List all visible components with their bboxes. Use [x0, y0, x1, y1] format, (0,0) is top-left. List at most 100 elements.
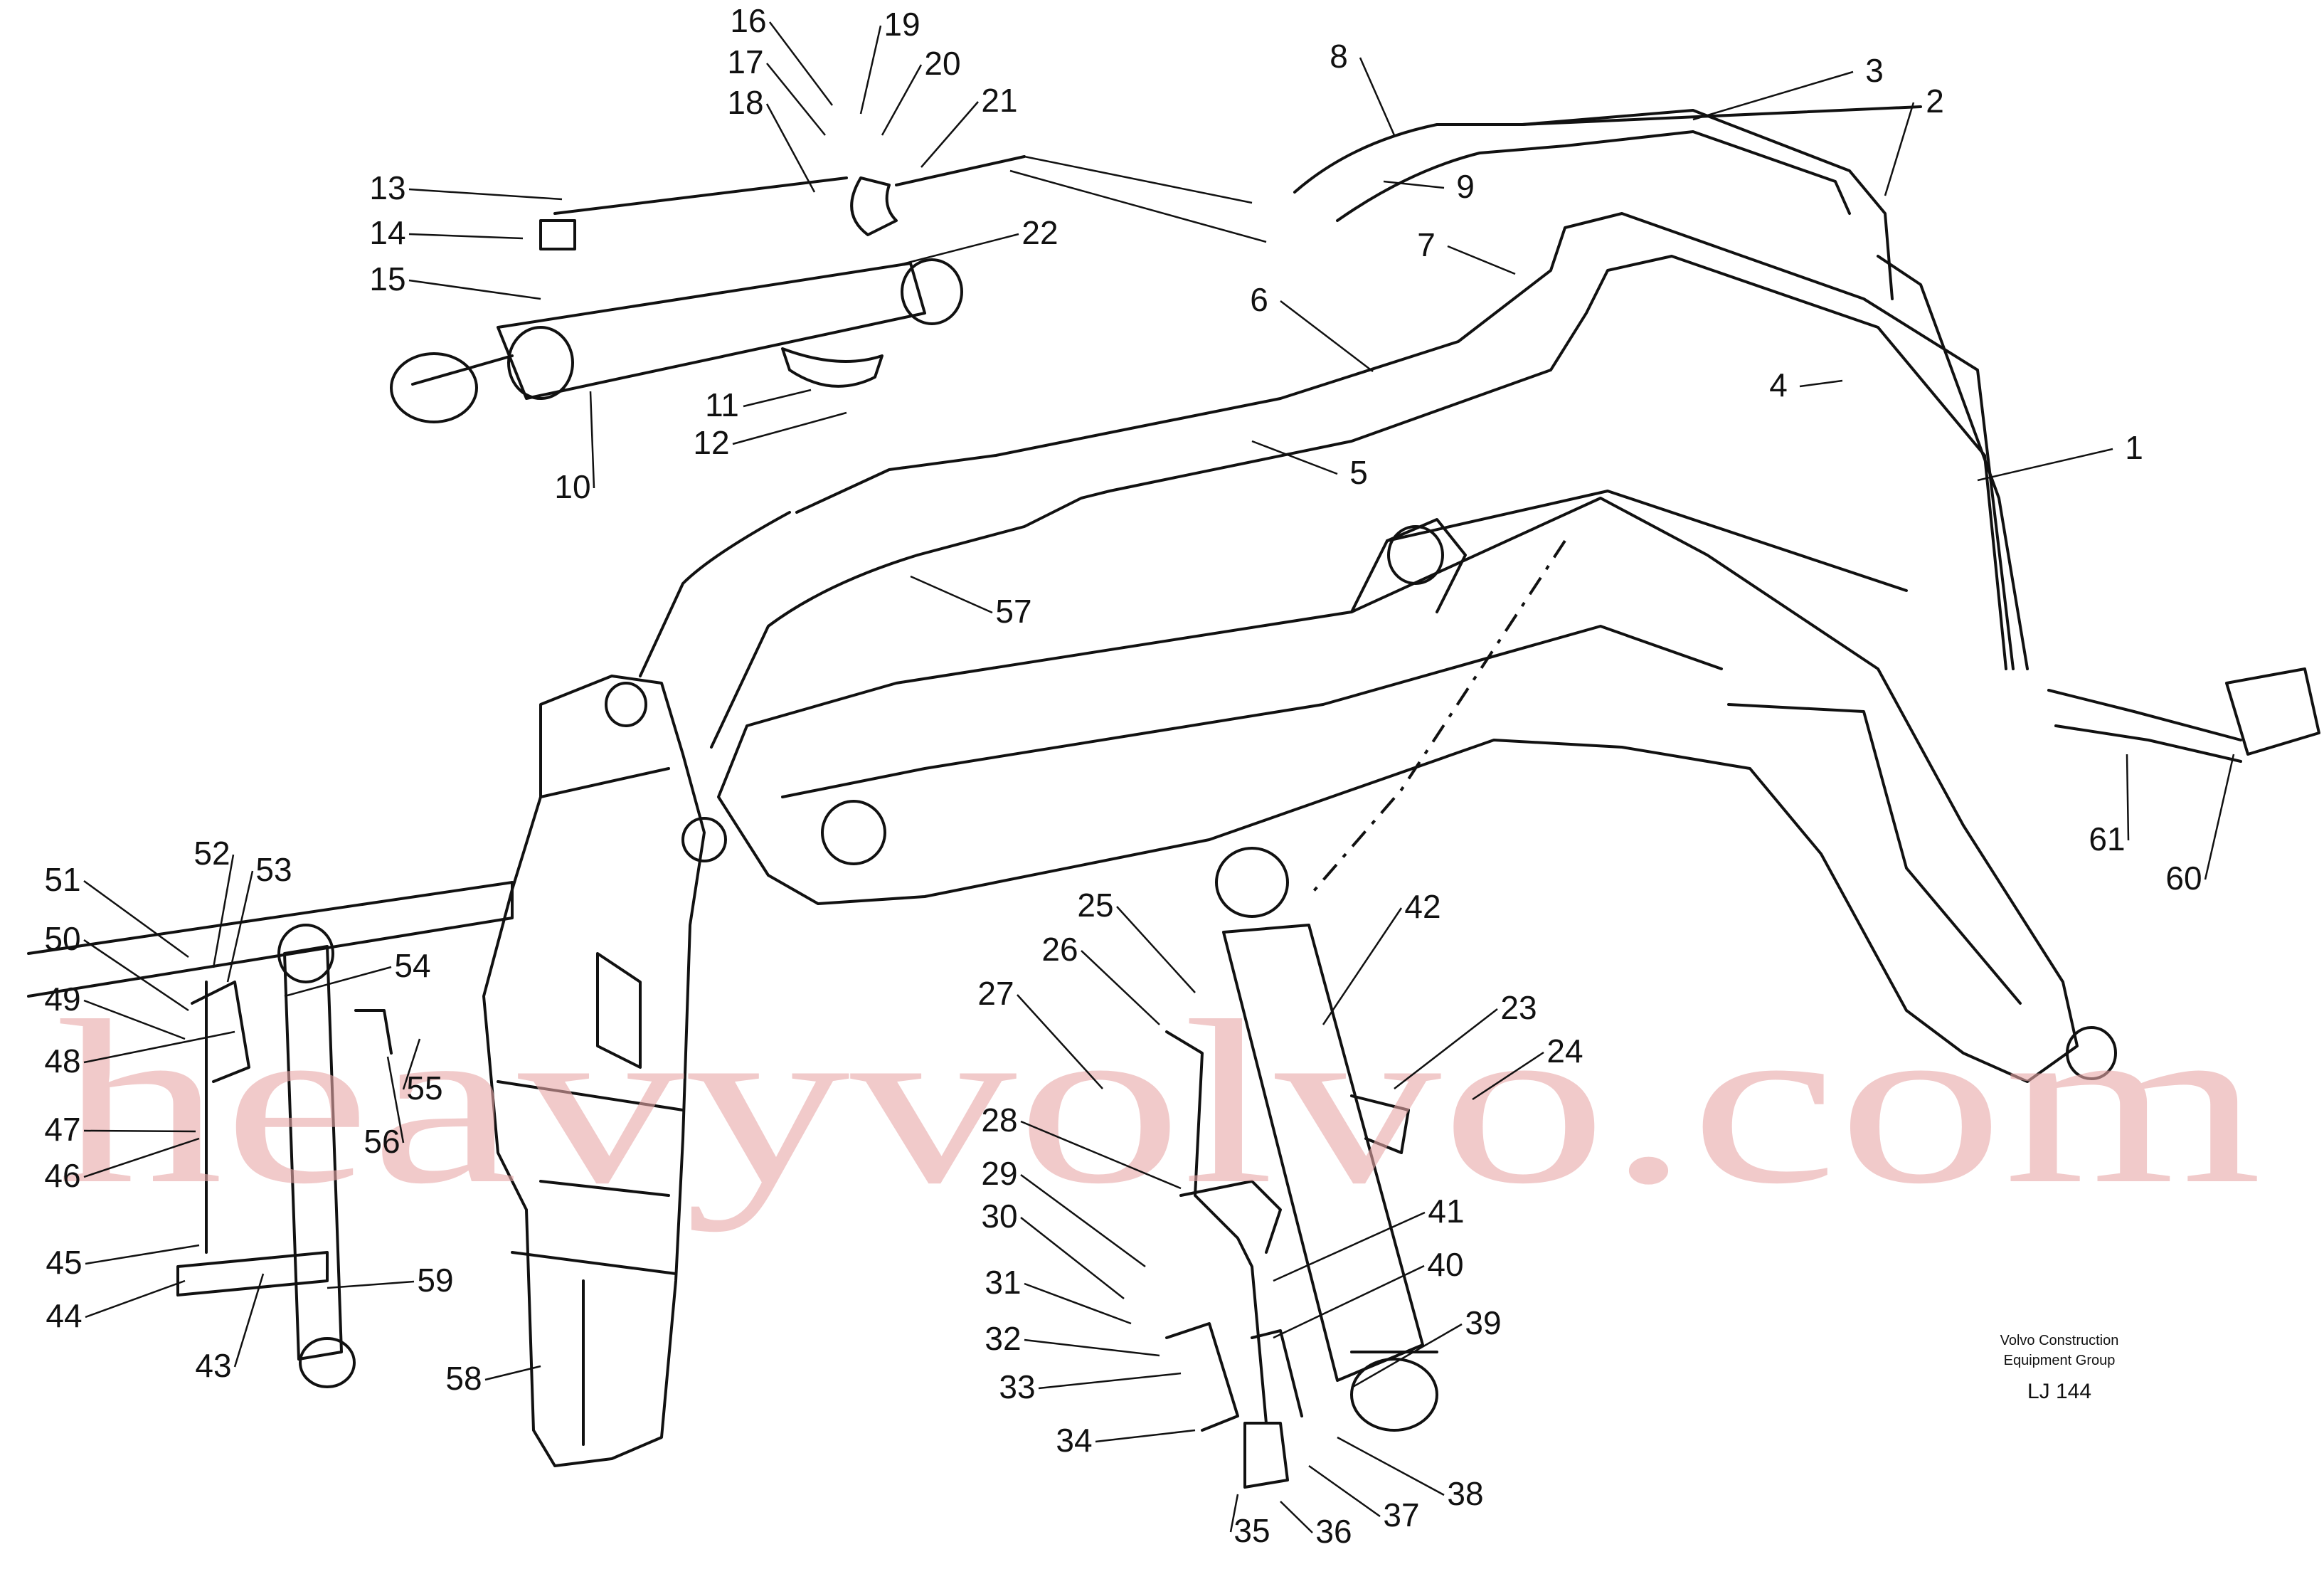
- callout-label-31: 31: [985, 1264, 1021, 1301]
- callout-label-23: 23: [1500, 989, 1537, 1026]
- callout-label-19: 19: [884, 6, 920, 43]
- callout-label-12: 12: [693, 424, 729, 461]
- callout-leader-38: [1337, 1436, 1445, 1496]
- credit-block: Volvo Construction Equipment Group LJ 14…: [2000, 1333, 2119, 1403]
- callout-label-42: 42: [1404, 888, 1440, 925]
- callout-leader-1: [1977, 448, 2113, 482]
- top-hoses: [1293, 105, 1922, 300]
- credit-line-2: Equipment Group: [2004, 1353, 2116, 1368]
- callout-leader-57: [910, 575, 993, 614]
- block-60: [2225, 667, 2320, 756]
- callout-label-54: 54: [394, 947, 430, 984]
- callout-label-24: 24: [1546, 1032, 1583, 1069]
- hose-loop-left: [639, 511, 791, 677]
- callout-label-46: 46: [44, 1157, 80, 1194]
- callout-label-53: 53: [255, 851, 292, 888]
- callout-label-14: 14: [369, 214, 405, 251]
- callout-leader-46: [83, 1137, 200, 1178]
- callout-leader-44: [85, 1279, 186, 1319]
- callout-label-55: 55: [406, 1069, 442, 1106]
- callout-label-47: 47: [44, 1111, 80, 1148]
- callout-label-25: 25: [1077, 887, 1113, 924]
- callout-leader-34: [1095, 1429, 1196, 1443]
- left-cylinder: [176, 924, 393, 1388]
- long-pipes: [795, 212, 2029, 670]
- callout-leader-58: [484, 1365, 541, 1381]
- callout-leader-30: [1020, 1217, 1125, 1299]
- callout-leader-19: [859, 25, 882, 115]
- callout-leader-60: [2204, 754, 2235, 880]
- callout-leader-49: [83, 999, 186, 1040]
- callout-label-60: 60: [2165, 860, 2202, 897]
- callout-label-3: 3: [1865, 52, 1884, 89]
- callout-label-8: 8: [1330, 38, 1348, 75]
- callout-leader-43: [233, 1273, 265, 1368]
- callout-label-26: 26: [1041, 931, 1078, 968]
- callout-leader-50: [83, 939, 189, 1012]
- callout-leader-61: [2126, 754, 2130, 841]
- callout-label-44: 44: [46, 1297, 82, 1334]
- callout-leader-20: [881, 64, 923, 136]
- callout-label-48: 48: [44, 1042, 80, 1079]
- callout-leader-54: [284, 966, 392, 998]
- callout-label-5: 5: [1349, 454, 1368, 491]
- callout-label-29: 29: [981, 1155, 1017, 1192]
- callout-label-51: 51: [44, 861, 80, 898]
- callout-leader-56: [386, 1056, 405, 1143]
- callout-leader-41: [1273, 1211, 1426, 1282]
- drawing-reference: LJ 144: [2027, 1380, 2091, 1403]
- callout-leader-36: [1280, 1501, 1313, 1533]
- callout-label-28: 28: [981, 1102, 1017, 1139]
- callout-label-22: 22: [1022, 214, 1058, 251]
- callout-leader-3: [1692, 70, 1854, 121]
- callout-leader-48: [83, 1030, 235, 1064]
- callout-leader-9: [1383, 180, 1445, 189]
- callout-label-39: 39: [1465, 1304, 1501, 1341]
- callout-leader-33: [1038, 1372, 1182, 1390]
- callout-leader-13: [408, 188, 563, 201]
- callout-label-16: 16: [730, 2, 766, 39]
- line-art: [27, 105, 2320, 1489]
- callout-leader-51: [83, 880, 189, 958]
- callout-label-27: 27: [977, 975, 1014, 1012]
- callout-leader-2: [1884, 102, 1915, 196]
- callout-leader-14: [408, 233, 524, 240]
- callout-label-15: 15: [369, 260, 405, 297]
- callout-label-36: 36: [1315, 1513, 1352, 1550]
- callout-leader-5: [1251, 440, 1338, 475]
- credit-line-1: Volvo Construction: [2000, 1333, 2119, 1348]
- callout-leader-25: [1116, 906, 1196, 993]
- callout-label-18: 18: [727, 84, 763, 121]
- callout-leader-11: [743, 389, 812, 408]
- callout-leader-7: [1447, 245, 1516, 275]
- callout-leader-27: [1017, 994, 1103, 1089]
- linkage: [1165, 1030, 1410, 1489]
- callout-label-35: 35: [1233, 1512, 1270, 1549]
- callout-leader-18: [765, 103, 816, 193]
- callout-label-59: 59: [417, 1262, 453, 1299]
- callout-leader-35: [1229, 1494, 1239, 1533]
- callout-leader-42: [1322, 907, 1403, 1025]
- tube-21: [895, 155, 1026, 186]
- callout-leader-4: [1799, 379, 1843, 388]
- callout-leader-32: [1024, 1338, 1160, 1357]
- callout-leader-17: [766, 63, 826, 136]
- callout-label-10: 10: [554, 468, 590, 505]
- boom: [717, 490, 2117, 1083]
- callout-label-34: 34: [1056, 1422, 1092, 1459]
- callout-leader-37: [1308, 1464, 1381, 1518]
- left-beam: [27, 881, 514, 998]
- callout-leaders: [83, 21, 2235, 1533]
- callout-label-43: 43: [195, 1347, 231, 1384]
- callout-leader-28: [1020, 1120, 1182, 1190]
- callout-label-33: 33: [999, 1368, 1035, 1405]
- callout-label-32: 32: [985, 1320, 1021, 1357]
- callout-leader-59: [327, 1280, 415, 1289]
- callout-label-2: 2: [1926, 83, 1944, 120]
- callout-label-4: 4: [1769, 366, 1788, 403]
- callout-label-52: 52: [193, 835, 230, 872]
- callout-leader-6: [1280, 300, 1374, 372]
- callout-label-7: 7: [1417, 226, 1436, 263]
- callout-label-11: 11: [705, 386, 739, 423]
